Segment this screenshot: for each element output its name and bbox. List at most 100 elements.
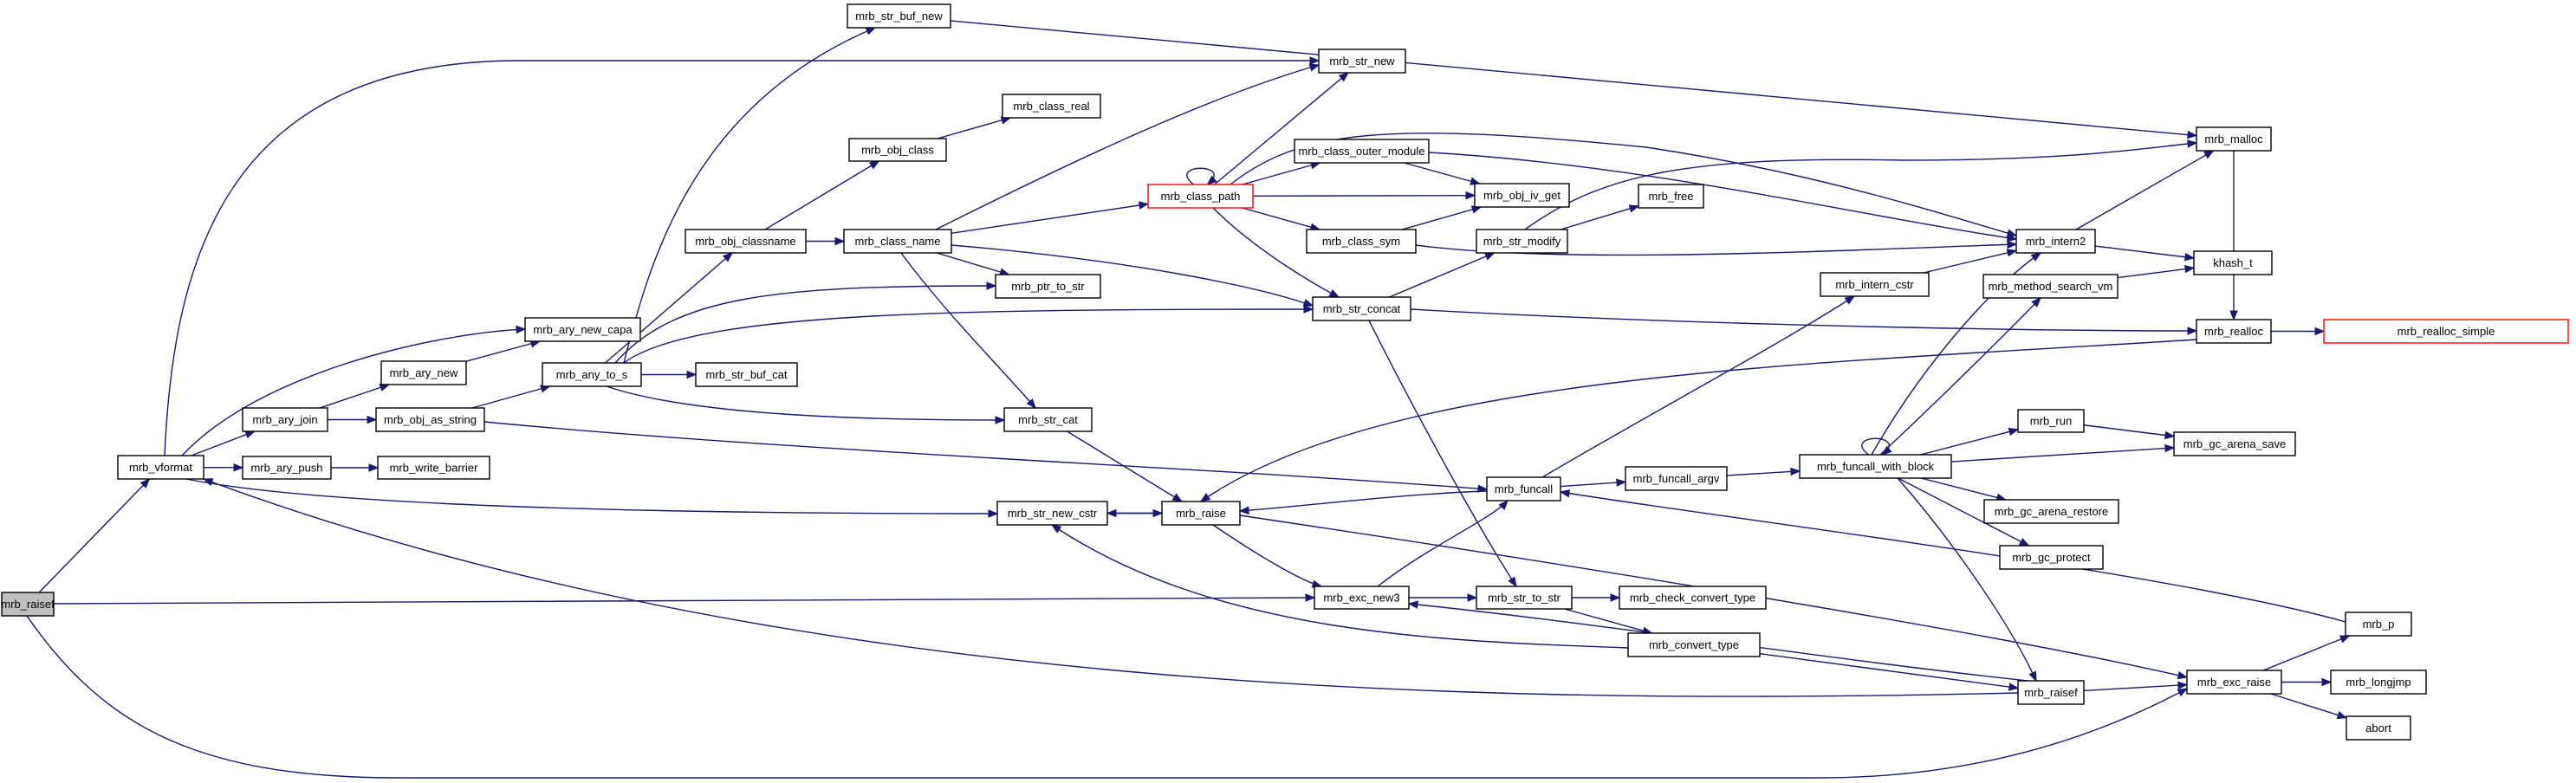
node-mrb-str-new-cstr[interactable]: mrb_str_new_cstr	[996, 501, 1108, 526]
edge-line	[471, 385, 550, 409]
arrowhead-icon	[1206, 175, 1217, 185]
edge-mrb_class_outer_module-to-mrb_obj_iv_get	[1404, 162, 1481, 185]
node-mrb-raisef[interactable]: mrb_raisef	[2017, 680, 2085, 705]
node-mrb-gc-arena-restore[interactable]: mrb_gc_arena_restore	[1983, 499, 2119, 524]
node-label: mrb_check_convert_type	[1630, 592, 1755, 605]
node-box	[1799, 454, 1952, 479]
node-mrb-any-to-s[interactable]: mrb_any_to_s	[542, 362, 642, 387]
node-mrb-str-modify[interactable]: mrb_str_modify	[1476, 229, 1568, 254]
node-mrb-realloc-simple[interactable]: mrb_realloc_simple	[2323, 319, 2569, 344]
node-mrb-run[interactable]: mrb_run	[2017, 409, 2085, 433]
edge-line	[623, 308, 1314, 364]
node-mrb-class-name[interactable]: mrb_class_name	[843, 229, 952, 254]
node-box	[2015, 229, 2096, 254]
node-mrb-vformat[interactable]: mrb_vformat	[117, 455, 204, 480]
node-mrb-malloc[interactable]: mrb_malloc	[2196, 126, 2272, 152]
node-box	[1147, 184, 1254, 209]
node-mrb-class-sym[interactable]: mrb_class_sym	[1306, 229, 1417, 254]
edge-mrb_any_to_s-to-mrb_str_cat	[606, 385, 1006, 424]
node-mrb-check-convert-type[interactable]: mrb_check_convert_type	[1619, 586, 1767, 610]
arrowhead-icon	[1305, 593, 1316, 602]
node-mrb-raisef-root[interactable]: mrb_raisef	[1, 592, 55, 617]
node-label: mrb_str_modify	[1483, 235, 1561, 248]
node-label: mrb_ary_push	[250, 462, 322, 475]
edge-line	[2083, 683, 2188, 692]
arrowhead-icon	[1616, 478, 1627, 487]
arrowhead-icon	[2018, 537, 2030, 547]
edge-mrb_class_name-to-mrb_class_path	[951, 201, 1150, 234]
node-box	[848, 138, 947, 162]
node-mrb-convert-type[interactable]: mrb_convert_type	[1627, 632, 1761, 657]
node-mrb-p[interactable]: mrb_p	[2345, 612, 2412, 637]
edge-line	[1428, 152, 2017, 240]
edge-mrb_class_name-to-mrb_str_concat	[951, 244, 1314, 307]
node-mrb-write-barrier[interactable]: mrb_write_barrier	[377, 456, 490, 480]
node-mrb-method-search-vm[interactable]: mrb_method_search_vm	[1982, 274, 2119, 299]
node-mrb-free[interactable]: mrb_free	[1638, 184, 1704, 209]
edge-line	[614, 285, 996, 364]
edge-mrb_funcall_with_block-to-mrb_method_search_vm	[1879, 297, 2041, 456]
node-mrb-funcall-with-block[interactable]: mrb_funcall_with_block	[1799, 454, 1952, 479]
node-mrb-longjmp[interactable]: mrb_longjmp	[2330, 670, 2427, 695]
node-mrb-ary-new-capa[interactable]: mrb_ary_new_capa	[524, 317, 641, 342]
node-mrb-class-outer-module[interactable]: mrb_class_outer_module	[1294, 139, 1430, 164]
node-abort[interactable]: abort	[2346, 715, 2411, 741]
node-mrb-funcall-argv[interactable]: mrb_funcall_argv	[1625, 466, 1728, 491]
node-mrb-str-new[interactable]: mrb_str_new	[1318, 49, 1406, 74]
node-mrb-ary-join[interactable]: mrb_ary_join	[242, 407, 328, 432]
node-mrb-obj-class[interactable]: mrb_obj_class	[848, 138, 947, 162]
edge-line	[1252, 194, 1476, 197]
node-mrb-exc-raise[interactable]: mrb_exc_raise	[2186, 670, 2282, 695]
arrowhead-icon	[2229, 310, 2238, 321]
node-label: mrb_str_new	[1329, 55, 1395, 68]
node-mrb-ptr-to-str[interactable]: mrb_ptr_to_str	[995, 274, 1101, 299]
node-mrb-funcall[interactable]: mrb_funcall	[1486, 476, 1561, 502]
node-khash-t[interactable]: khash_t	[2193, 250, 2273, 275]
node-mrb-str-to-str[interactable]: mrb_str_to_str	[1476, 586, 1573, 610]
node-label: mrb_obj_as_string	[384, 413, 477, 426]
node-mrb-intern2[interactable]: mrb_intern2	[2015, 229, 2096, 254]
edge-mrb_method_search_vm-to-khash_t	[2117, 264, 2196, 279]
node-box	[1476, 229, 1568, 254]
node-mrb-class-path[interactable]: mrb_class_path	[1147, 184, 1254, 209]
node-mrb-exc-new3[interactable]: mrb_exc_new3	[1314, 586, 1410, 610]
node-box	[1312, 296, 1411, 321]
node-mrb-gc-arena-save[interactable]: mrb_gc_arena_save	[2173, 431, 2296, 456]
node-mrb-raise[interactable]: mrb_raise	[1161, 501, 1241, 526]
node-mrb-class-real[interactable]: mrb_class_real	[1002, 94, 1101, 119]
node-box	[1, 592, 55, 617]
arrowhead-icon	[988, 509, 999, 518]
node-mrb-realloc[interactable]: mrb_realloc	[2196, 319, 2272, 344]
edge-mrb_raisef-to-mrb_vformat	[202, 478, 2019, 697]
node-box	[1625, 466, 1728, 491]
node-mrb-str-buf-new[interactable]: mrb_str_buf_new	[847, 3, 951, 29]
node-mrb-ary-push[interactable]: mrb_ary_push	[242, 456, 332, 480]
node-mrb-str-cat[interactable]: mrb_str_cat	[1003, 407, 1093, 432]
node-box	[2186, 670, 2282, 695]
node-box	[1314, 586, 1410, 610]
node-mrb-str-concat[interactable]: mrb_str_concat	[1312, 296, 1411, 321]
node-label: mrb_str_new_cstr	[1008, 507, 1098, 520]
node-mrb-obj-classname[interactable]: mrb_obj_classname	[685, 229, 807, 254]
arrowhead-icon	[1610, 593, 1621, 602]
node-mrb-gc-protect[interactable]: mrb_gc_protect	[1999, 545, 2104, 570]
arrowhead-icon	[2006, 249, 2018, 257]
arrowhead-icon	[244, 430, 256, 439]
edge-mrb_any_to_s-to-mrb_str_concat	[623, 305, 1314, 364]
edge-line	[164, 60, 1319, 456]
node-mrb-str-buf-cat[interactable]: mrb_str_buf_cat	[695, 362, 798, 387]
edge-line	[465, 340, 541, 362]
node-label: mrb_class_sym	[1322, 235, 1400, 248]
node-box	[242, 456, 332, 480]
edge-line	[951, 244, 1314, 307]
node-mrb-ary-new[interactable]: mrb_ary_new	[380, 360, 467, 385]
node-mrb-obj-iv-get[interactable]: mrb_obj_iv_get	[1474, 183, 1570, 208]
arrowhead-icon	[1338, 72, 1349, 82]
node-mrb-obj-as-string[interactable]: mrb_obj_as_string	[375, 407, 485, 432]
edge-mrb_funcall_with_block-to-mrb_intern2	[1871, 252, 2042, 456]
edge-mrb_exc_new3-to-mrb_funcall	[1377, 500, 1509, 587]
node-mrb-intern-cstr[interactable]: mrb_intern_cstr	[1820, 272, 1930, 297]
arrowhead-icon	[1171, 493, 1184, 502]
node-label: mrb_ary_new	[390, 366, 458, 379]
node-box	[2193, 250, 2273, 275]
